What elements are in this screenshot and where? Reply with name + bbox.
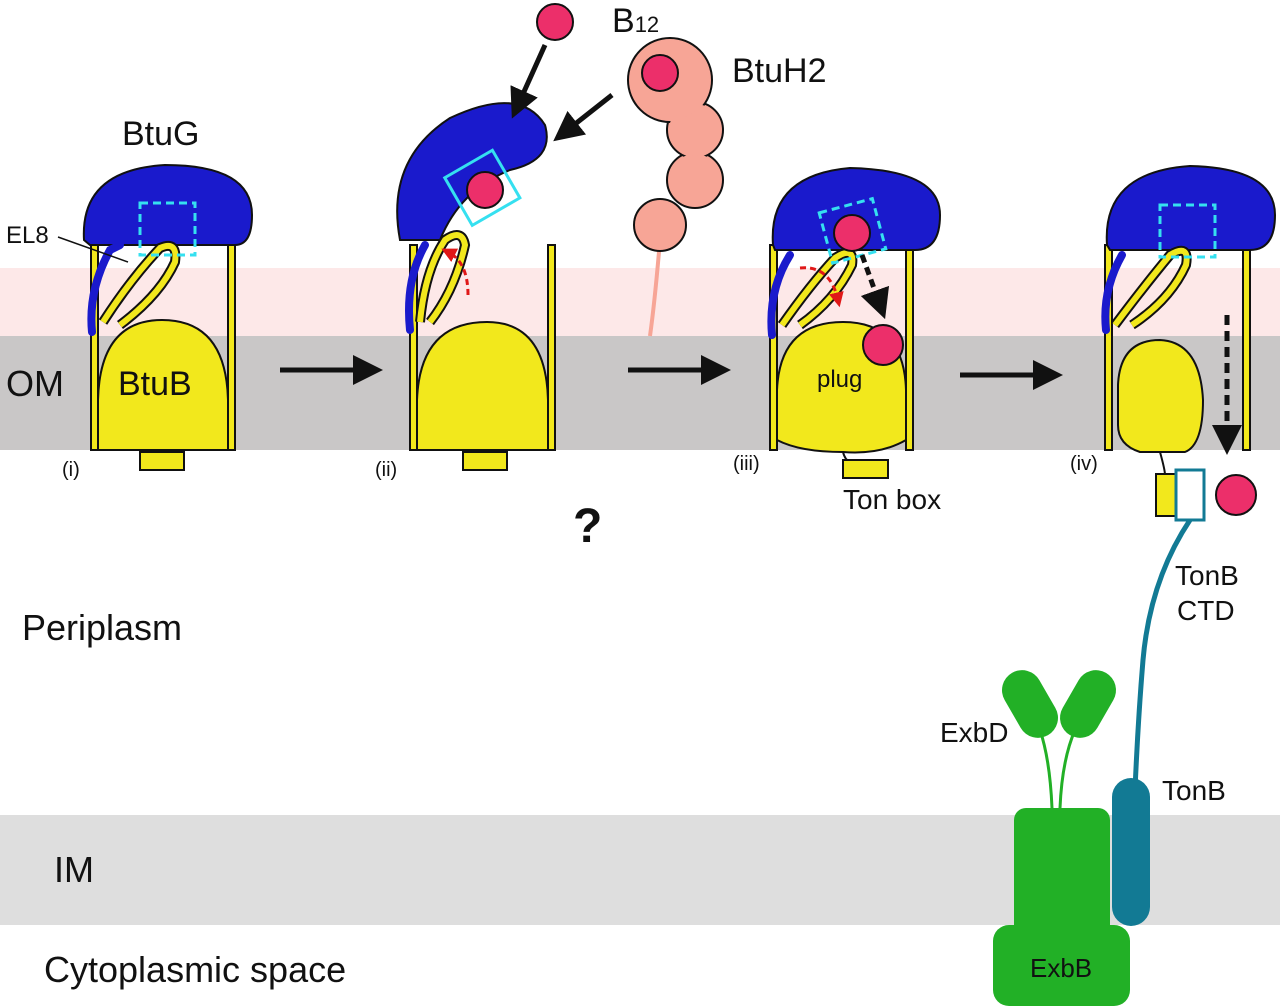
im-label: IM — [54, 849, 94, 890]
outer-membrane-outer-leaflet — [0, 268, 1280, 336]
btuh2-protein — [627, 37, 724, 337]
b12-molecule — [536, 3, 574, 41]
panel-iii — [767, 166, 942, 479]
panel-i — [82, 163, 254, 471]
b12-binding-arrow — [510, 43, 548, 119]
step-ii-label: (ii) — [375, 459, 397, 481]
tonb-ctd-label-2: CTD — [1177, 595, 1235, 626]
panel-iv — [1101, 164, 1277, 517]
red-dashed-arrow-ii — [441, 248, 470, 296]
step-iv-label: (iv) — [1070, 453, 1098, 475]
step-i-label: (i) — [62, 459, 80, 481]
ton-box-label: Ton box — [843, 484, 941, 515]
om-label: OM — [6, 363, 64, 404]
el8-pointer — [57, 236, 129, 263]
periplasm-label: Periplasm — [22, 607, 182, 648]
el8-label: EL8 — [6, 222, 49, 249]
exbb-label: ExbB — [1030, 953, 1092, 983]
b12-release-dashed-arrow — [859, 254, 890, 320]
red-dashed-arrow-iii — [799, 266, 844, 308]
step-iii-label: (iii) — [733, 453, 760, 475]
cytoplasm-label: Cytoplasmic space — [44, 949, 346, 990]
b12-label: B12 — [612, 2, 659, 40]
btub-label: BtuB — [118, 365, 192, 403]
tonb-protein — [1112, 468, 1206, 926]
btug-label: BtuG — [122, 115, 199, 153]
btuh2-label: BtuH2 — [732, 52, 827, 90]
tonb-label: TonB — [1162, 775, 1226, 806]
tonb-ctd-label-1: TonB — [1175, 560, 1239, 591]
exbd-label: ExbD — [940, 717, 1008, 748]
panel-ii — [396, 102, 556, 471]
exbb-exbd-complex — [993, 670, 1130, 1006]
question-mark: ? — [573, 500, 602, 553]
btuh2-transfer-arrow — [553, 93, 614, 142]
plug-label: plug — [817, 366, 862, 393]
